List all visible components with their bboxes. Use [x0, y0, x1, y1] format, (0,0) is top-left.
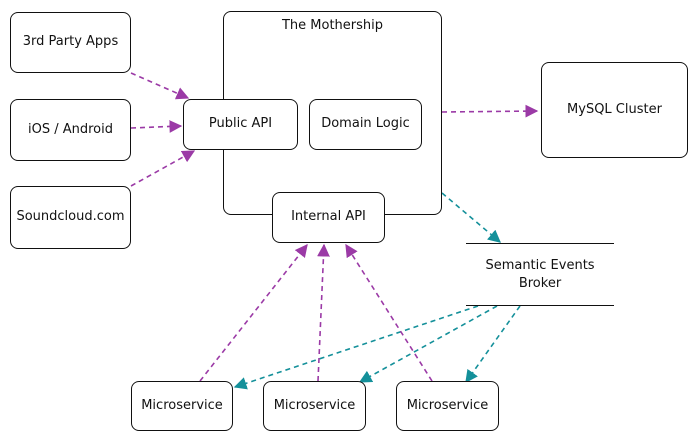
- node-label: Microservice: [273, 397, 356, 413]
- node-microservice-3: Microservice: [396, 381, 499, 431]
- node-domain-logic: Domain Logic: [309, 99, 422, 150]
- edge-microservice-3-to-internal-api: [345, 243, 433, 382]
- edge-microservice-1-to-internal-api: [199, 243, 308, 382]
- node-label: MySQL Cluster: [567, 101, 662, 117]
- node-label: iOS / Android: [27, 121, 113, 137]
- edge-soundcloud-to-public-api: [130, 150, 196, 187]
- edge-semantic-events-broker-to-microservice-1: [233, 305, 479, 390]
- node-mysql-cluster: MySQL Cluster: [541, 62, 688, 158]
- node-ios-android: iOS / Android: [10, 99, 131, 161]
- edge-third-party-apps-to-public-api: [130, 72, 190, 100]
- edge-ios-android-to-public-api: [130, 120, 183, 133]
- node-label: Internal API: [291, 209, 366, 225]
- node-internal-api: Internal API: [272, 192, 385, 243]
- edge-microservice-2-to-internal-api: [317, 243, 330, 382]
- node-microservice-2: Microservice: [263, 381, 366, 431]
- node-soundcloud: Soundcloud.com: [10, 186, 131, 249]
- node-label: Soundcloud.com: [16, 209, 125, 225]
- node-label: Semantic Events Broker: [485, 257, 595, 291]
- edge-mothership-to-semantic-events-broker: [441, 192, 501, 243]
- edge-semantic-events-broker-to-microservice-2: [358, 305, 498, 383]
- edge-semantic-events-broker-to-microservice-3: [465, 305, 521, 384]
- node-label: Microservice: [141, 397, 223, 413]
- node-label: Domain Logic: [321, 116, 410, 132]
- node-microservice-1: Microservice: [131, 381, 233, 431]
- edge-mothership-to-mysql-cluster: [441, 104, 539, 118]
- node-third-party-apps: 3rd Party Apps: [10, 12, 131, 73]
- node-semantic-events-broker: Semantic Events Broker: [466, 243, 614, 306]
- node-label: The Mothership: [281, 18, 384, 33]
- node-public-api: Public API: [183, 99, 298, 150]
- node-label: 3rd Party Apps: [22, 34, 119, 50]
- node-label: Public API: [208, 116, 273, 132]
- node-label: Microservice: [406, 397, 489, 413]
